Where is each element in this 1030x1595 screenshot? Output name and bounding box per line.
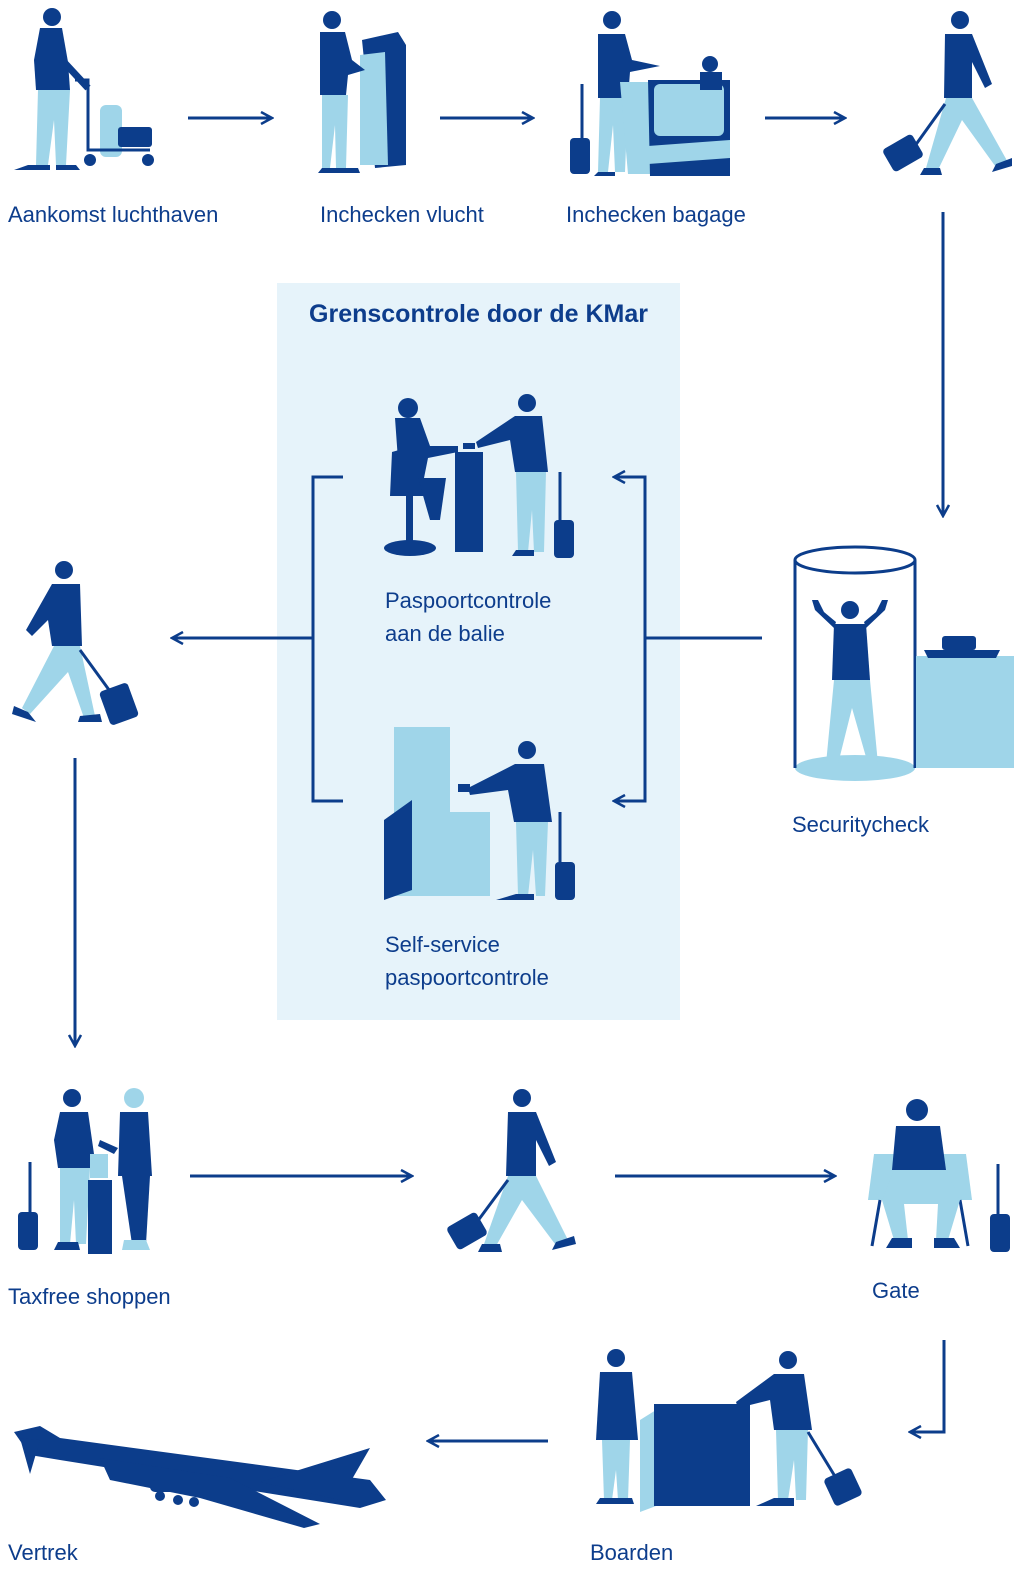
walking-to-security-illustration — [883, 11, 1012, 175]
label-departure: Vertrek — [8, 1540, 78, 1565]
flow-arrows — [75, 118, 944, 1441]
label-checkin-flight: Inchecken vlucht — [320, 202, 484, 227]
label-gate: Gate — [872, 1278, 920, 1303]
label-desk-line2: aan de balie — [385, 621, 505, 646]
walking-after-border-illustration — [12, 561, 139, 725]
boarding-illustration — [596, 1349, 862, 1512]
bracket-right — [615, 475, 647, 803]
airplane-illustration — [14, 1426, 386, 1528]
border-control-panel — [277, 283, 680, 1020]
label-arrival: Aankomst luchthaven — [8, 202, 219, 227]
taxfree-illustration — [18, 1088, 152, 1254]
security-scanner-illustration — [793, 545, 1014, 781]
label-boarding: Boarden — [590, 1540, 674, 1565]
label-self-line1: Self-service — [385, 932, 500, 957]
border-control-title: Grenscontrole door de KMar — [309, 300, 648, 328]
label-self-line2: paspoortcontrole — [385, 965, 549, 990]
label-desk-line1: Paspoortcontrole — [385, 588, 552, 613]
walking-to-gate-illustration — [447, 1089, 576, 1252]
self-service-gate-illustration — [384, 727, 575, 900]
checkin-baggage-illustration — [570, 11, 730, 176]
checkin-flight-illustration — [318, 11, 406, 173]
label-checkin-baggage: Inchecken bagage — [566, 202, 746, 227]
gate-illustration — [868, 1099, 1010, 1252]
arrival-illustration — [14, 8, 154, 170]
arrow-gate-to-boarding — [910, 1340, 946, 1432]
label-taxfree: Taxfree shoppen — [8, 1284, 171, 1309]
label-security: Securitycheck — [792, 812, 929, 837]
bracket-left — [311, 475, 343, 803]
passport-desk-illustration — [384, 394, 574, 558]
